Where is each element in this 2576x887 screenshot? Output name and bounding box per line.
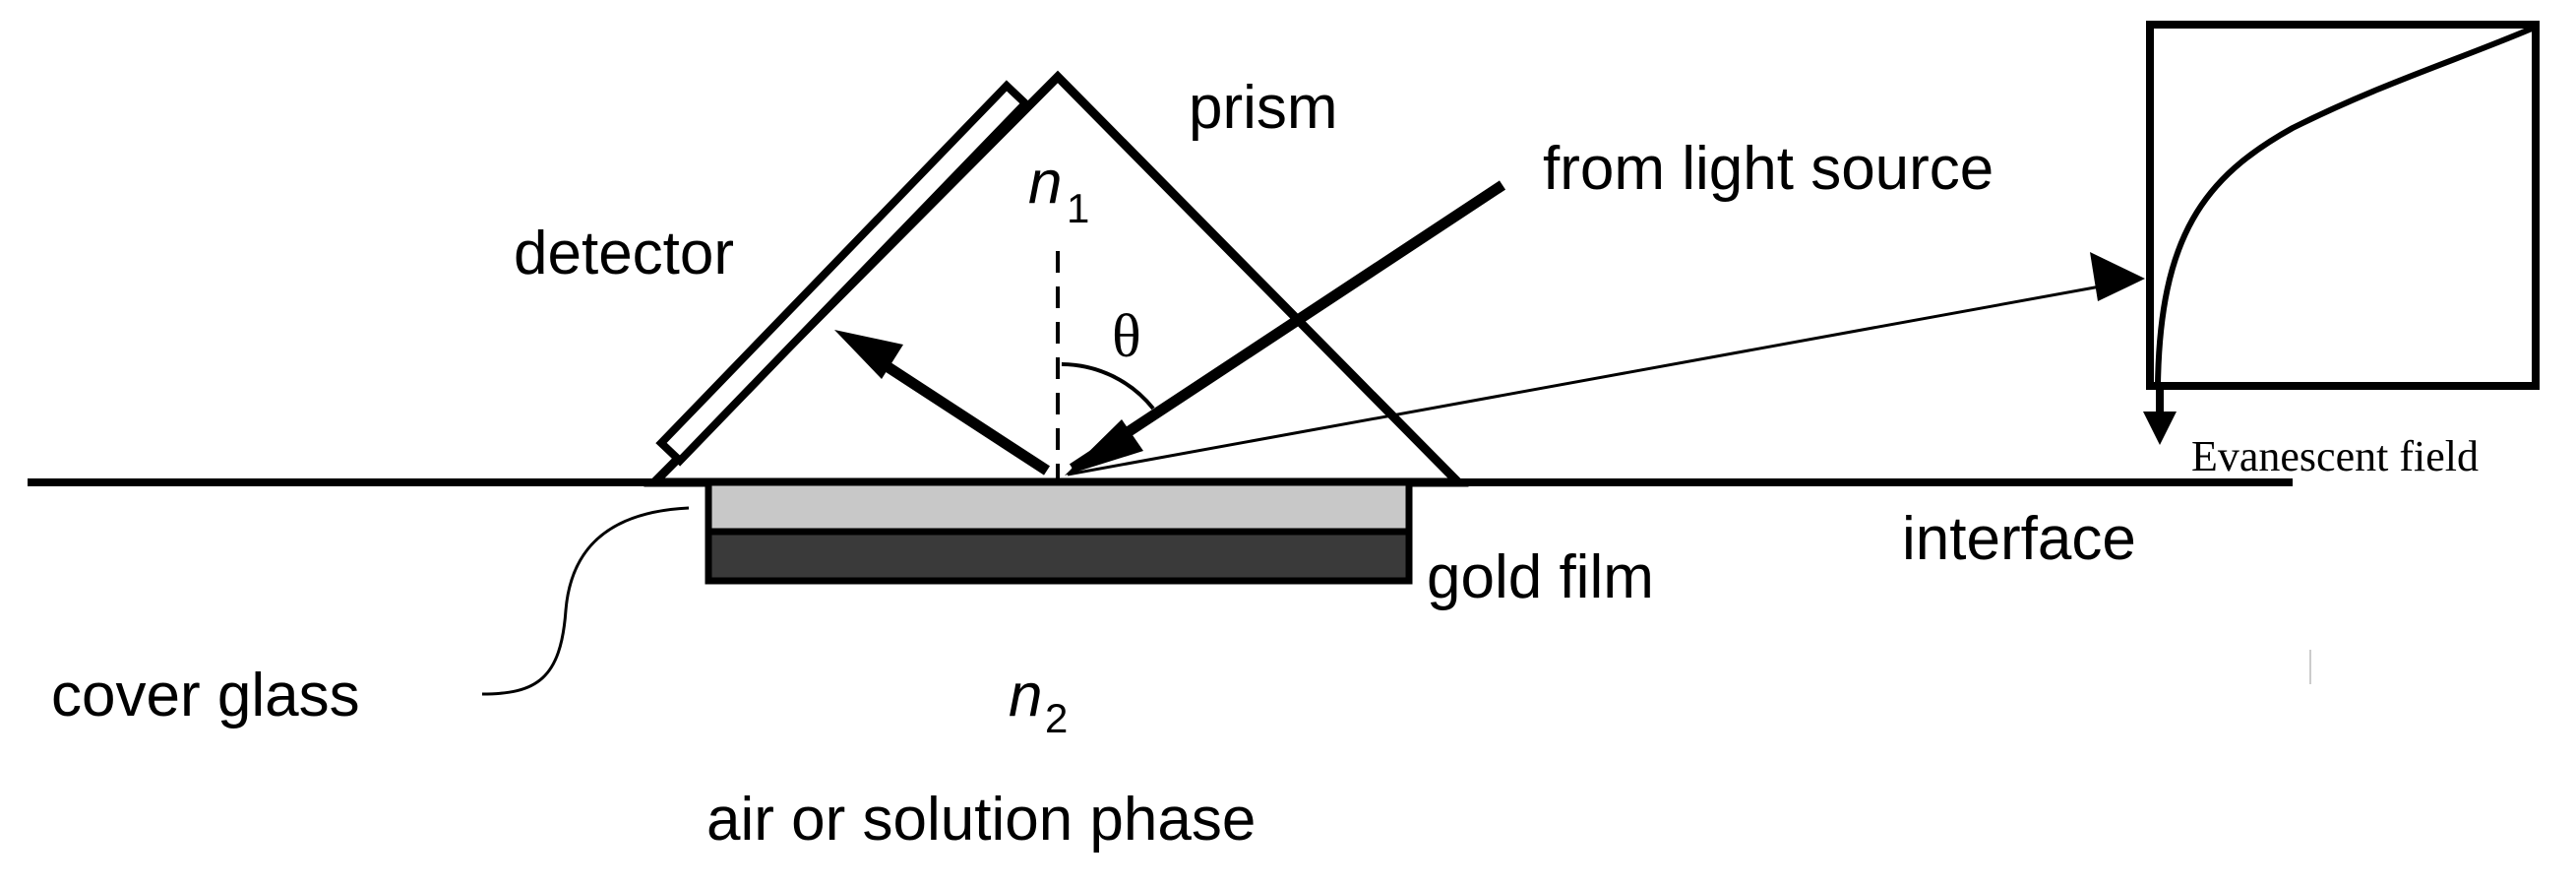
label-n1: n xyxy=(1028,149,1062,217)
incident-beam-arrowhead xyxy=(1065,419,1143,475)
evanescent-pointer-line xyxy=(1067,284,2107,476)
gold-film-layer xyxy=(705,528,1413,585)
label-n2: n xyxy=(1009,662,1042,729)
detector-plate xyxy=(655,80,1031,467)
label-from-light-source: from light source xyxy=(1543,135,1993,203)
reflected-beam xyxy=(857,345,1051,475)
label-n2-subscript: 2 xyxy=(1045,695,1068,741)
cover-glass-layer xyxy=(705,478,1413,536)
label-n1-subscript: 1 xyxy=(1067,185,1089,231)
cover-glass-leader xyxy=(481,506,690,696)
evanescent-field-box xyxy=(2146,21,2540,390)
reflected-beam-arrowhead xyxy=(834,330,903,379)
label-evanescent-field: Evanescent field xyxy=(2191,432,2479,480)
theta-arc xyxy=(1061,362,1155,411)
evanescent-field-curve xyxy=(2155,26,2534,387)
label-theta: θ xyxy=(1112,303,1141,370)
label-detector: detector xyxy=(514,220,734,287)
evanescent-pointer-arrowhead xyxy=(2090,252,2145,301)
label-air-or-solution-phase: air or solution phase xyxy=(706,786,1256,854)
label-interface: interface xyxy=(1902,505,2136,573)
label-gold-film: gold film xyxy=(1427,543,1654,611)
evanescent-axis-arrowhead xyxy=(2143,412,2177,445)
label-cover-glass: cover glass xyxy=(51,662,360,729)
incident-beam xyxy=(1069,180,1506,474)
label-prism: prism xyxy=(1189,74,1338,142)
